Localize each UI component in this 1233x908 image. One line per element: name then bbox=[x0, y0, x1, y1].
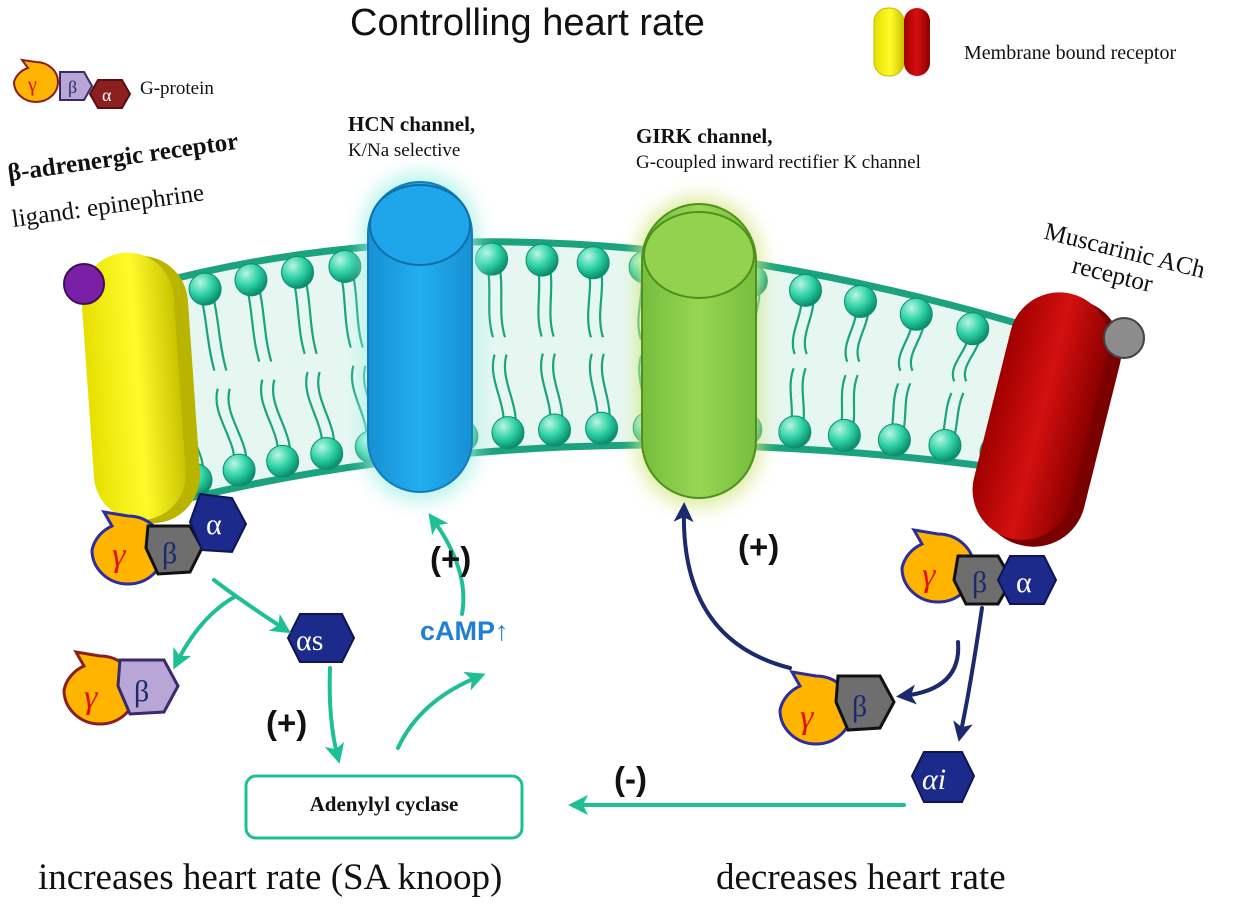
page-title: Controlling heart rate bbox=[350, 2, 705, 44]
alpha-i-label: αi bbox=[922, 763, 946, 796]
girk-channel bbox=[636, 196, 762, 508]
muscarinic-receptor bbox=[972, 292, 1145, 547]
arrow-g-right-to-alpha-i bbox=[953, 606, 984, 742]
g-protein-right-free: γ β bbox=[778, 670, 896, 746]
girk-channel-name: GIRK channel, bbox=[636, 124, 773, 148]
lipid-head bbox=[234, 263, 268, 297]
lipid-head bbox=[525, 243, 559, 277]
lipid-head bbox=[789, 273, 823, 307]
lipid-head bbox=[585, 411, 619, 445]
legend-g-protein-label: G-protein bbox=[140, 78, 214, 99]
hcn-channel bbox=[362, 172, 478, 502]
beta-left-free: β bbox=[134, 675, 149, 708]
lipid-head bbox=[877, 423, 911, 457]
lipid-head bbox=[778, 415, 812, 449]
arrow-g-split-to-gamma-beta bbox=[173, 594, 238, 670]
membrane-outer-edge bbox=[149, 238, 1042, 334]
gamma-right: γ bbox=[922, 557, 937, 594]
membrane-inner-edge bbox=[189, 441, 1001, 502]
plus-girk-sign: (+) bbox=[738, 528, 780, 565]
teal-arrows bbox=[173, 513, 906, 815]
lipid-head bbox=[827, 418, 861, 452]
arrow-ac-to-camp bbox=[396, 671, 486, 750]
lipid-head bbox=[188, 272, 222, 306]
adenylyl-cyclase-label: Adenylyl cyclase bbox=[309, 792, 459, 816]
legend-g-protein: γ β α bbox=[12, 58, 132, 109]
g-protein-right-bound: γ β α bbox=[900, 528, 1058, 606]
minus-ac-sign: (-) bbox=[614, 760, 647, 797]
lipid-head bbox=[310, 437, 344, 471]
plus-hcn-sign: (+) bbox=[430, 540, 472, 577]
beta-left: β bbox=[162, 537, 177, 570]
lipid-head bbox=[843, 284, 877, 318]
g-protein-left-free: γ β bbox=[62, 650, 180, 726]
navy-arrows bbox=[673, 502, 984, 742]
alpha-s-subunit: αs bbox=[286, 613, 356, 663]
lipid-head bbox=[491, 416, 525, 450]
arrow-camp-to-hcn bbox=[428, 513, 466, 616]
gamma-left-free: γ bbox=[84, 679, 99, 716]
beta-right-free: β bbox=[852, 690, 867, 723]
alpha-i-subunit: αi bbox=[910, 751, 976, 803]
lipid-head bbox=[266, 444, 300, 478]
legend-beta-symbol: β bbox=[68, 77, 77, 97]
arrow-alpha-s-to-ac bbox=[324, 666, 345, 764]
adenylyl-cyclase-box bbox=[244, 774, 524, 840]
lipid-bilayer bbox=[143, 238, 1047, 502]
legend-alpha-symbol: α bbox=[102, 85, 112, 105]
hcn-channel-name: HCN channel, bbox=[348, 112, 476, 136]
lipid-head bbox=[928, 428, 962, 462]
lipid-head bbox=[222, 453, 256, 487]
lipid-head bbox=[328, 250, 362, 284]
lipid-head bbox=[538, 413, 572, 447]
arrow-gamma-beta-to-girk bbox=[673, 502, 792, 670]
girk-channel-desc: G-coupled inward rectifier K channel bbox=[636, 152, 921, 173]
legend-receptor-label: Membrane bound receptor bbox=[964, 42, 1177, 64]
footer-increase: increases heart rate (SA knoop) bbox=[38, 857, 503, 898]
footer-decrease: decreases heart rate bbox=[716, 857, 1006, 898]
lipid-head bbox=[956, 312, 990, 346]
epinephrine-ligand bbox=[63, 263, 105, 305]
legend-gamma-symbol: γ bbox=[27, 74, 37, 96]
beta-adrenergic-receptor bbox=[63, 252, 200, 524]
g-protein-left-bound: γ β α bbox=[90, 492, 248, 586]
lipid-head bbox=[475, 242, 509, 276]
gamma-right-free: γ bbox=[800, 699, 815, 736]
camp-label: cAMP↑ bbox=[420, 616, 509, 646]
alpha-s-label: αs bbox=[296, 624, 323, 657]
gamma-left: γ bbox=[112, 537, 127, 574]
alpha-right: α bbox=[1016, 566, 1032, 599]
beta-right: β bbox=[972, 566, 987, 599]
lipid-head bbox=[899, 297, 933, 331]
hcn-channel-desc: K/Na selective bbox=[348, 140, 461, 161]
legend-receptor-icon bbox=[873, 7, 930, 77]
plus-ac-sign: (+) bbox=[266, 704, 308, 741]
lipid-head bbox=[576, 246, 610, 280]
lipid-head bbox=[281, 255, 315, 289]
alpha-left: α bbox=[206, 508, 222, 541]
ach-ligand bbox=[1103, 317, 1145, 359]
arrow-g-right-to-gamma-beta bbox=[896, 640, 961, 705]
arrow-g-split-to-alpha-s bbox=[212, 578, 292, 634]
